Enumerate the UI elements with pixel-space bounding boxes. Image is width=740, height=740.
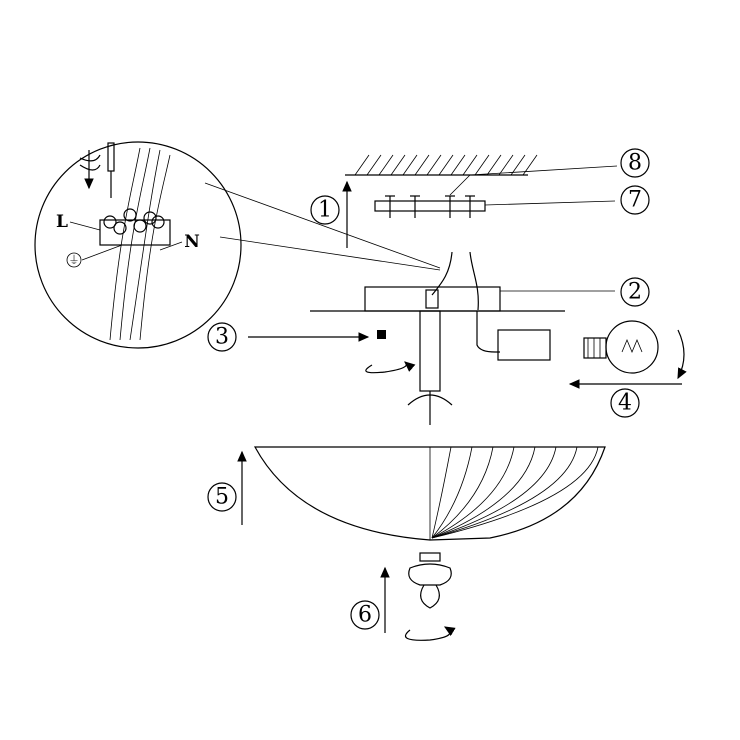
hatch-line [414, 154, 430, 176]
hatch-line [354, 154, 370, 176]
step-8: 8 [628, 151, 642, 176]
bowl-rib [431, 446, 494, 539]
neutral-label: N [184, 232, 200, 252]
hatch-line [462, 154, 478, 176]
hatch-line [498, 154, 514, 176]
hatch-line [390, 154, 406, 176]
hatch-line [438, 154, 454, 176]
hatch-line [474, 154, 490, 176]
step-1: 1 [318, 198, 332, 223]
bowl-rib [431, 446, 578, 539]
step-labels: 1 8 7 2 3 4 5 6 [207, 148, 650, 630]
hatch-line [366, 154, 382, 176]
step-7: 7 [628, 188, 642, 213]
bowl-rib [431, 446, 536, 539]
rotate-arrow-icon [365, 361, 416, 374]
step-5: 5 [215, 485, 229, 510]
rotate-icon [79, 154, 101, 171]
hatch-line [450, 154, 466, 176]
mounting-bar [374, 165, 618, 218]
bowl-rib [431, 446, 473, 539]
bulb-icon [583, 320, 687, 380]
bowl-rib [431, 446, 557, 539]
glass-bowl [253, 446, 606, 541]
ground-icon: ⏚ [69, 254, 80, 267]
wiring-inset [34, 141, 441, 349]
screwdriver-icon [107, 142, 115, 172]
hatch-line [486, 154, 502, 176]
step-4: 4 [618, 391, 632, 416]
step-2: 2 [628, 280, 642, 305]
hatch-line [378, 154, 394, 176]
hatch-line [510, 154, 526, 176]
hatch-line [402, 154, 418, 176]
bowl-rib [431, 446, 515, 539]
ceiling [345, 154, 538, 176]
hatch-line [426, 154, 442, 176]
bowl-rib [431, 446, 599, 539]
rotate-arrow-icon [405, 626, 456, 641]
live-label: L [56, 212, 68, 232]
step-6: 6 [358, 603, 372, 628]
finial [408, 552, 452, 609]
step-3: 3 [215, 325, 229, 350]
canopy [310, 251, 615, 425]
bowl-rib [431, 446, 452, 539]
